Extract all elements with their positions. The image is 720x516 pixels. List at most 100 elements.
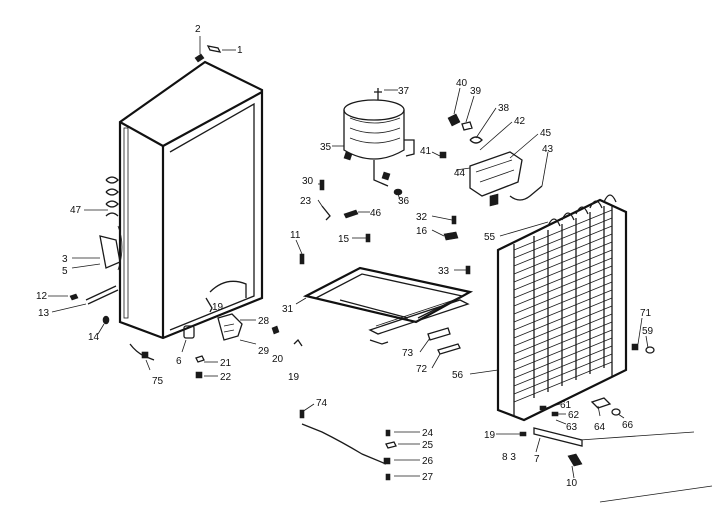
compressor [343, 88, 415, 187]
callout-1: 1 [237, 45, 243, 56]
callout-56: 56 [452, 370, 464, 381]
part-71-59-fasteners [631, 343, 655, 354]
callout-46: 46 [370, 208, 382, 219]
part-15-bolt [365, 233, 371, 243]
callout-2: 2 [195, 24, 201, 35]
callout-5: 5 [62, 266, 68, 277]
part-74-harness [299, 409, 387, 465]
callout-72: 72 [416, 364, 428, 375]
callout-75: 75 [152, 376, 164, 387]
callout-28: 28 [258, 316, 270, 327]
part-16-clamp [443, 231, 459, 241]
part-30-bolt [319, 179, 325, 191]
part-64-66-drain [590, 397, 621, 416]
callout-25: 25 [422, 440, 434, 451]
callout-38: 38 [498, 103, 510, 114]
callout-12: 12 [36, 291, 48, 302]
part-11-bolt [299, 253, 305, 265]
callout-74: 74 [316, 398, 328, 409]
part-23-clip [321, 205, 331, 221]
part-2-screw [194, 53, 205, 63]
leader-lines [48, 36, 649, 479]
callout-13: 13 [38, 308, 50, 319]
callout-27: 27 [422, 472, 434, 483]
part-1-bracket [206, 45, 222, 53]
callout-26: 26 [422, 456, 434, 467]
part-43-wire [509, 185, 543, 201]
part-56-condenser [496, 198, 628, 422]
part-40-39-38-relay-parts [439, 113, 483, 159]
part-22-bolt [195, 371, 203, 379]
callout-32: 32 [416, 212, 428, 223]
part-19-screw-a [205, 297, 213, 313]
part-21-nut [195, 355, 205, 363]
callout-19a: 19 [212, 302, 224, 313]
callout-43: 43 [542, 144, 554, 155]
callout-40: 40 [456, 78, 468, 89]
parts-24-27-small [383, 429, 397, 481]
callout-36: 36 [398, 196, 410, 207]
callout-19c: 19 [484, 430, 496, 441]
part-55-coil-bends [547, 194, 617, 227]
callout-14: 14 [88, 332, 100, 343]
part-12-clip [69, 293, 79, 301]
callout-6: 6 [176, 356, 182, 367]
callout-59: 59 [642, 326, 654, 337]
callout-83: 8 3 [502, 452, 516, 463]
part-19-screw-b [293, 338, 303, 347]
part-19-screw-c [519, 431, 527, 437]
callout-64: 64 [594, 422, 606, 433]
callout-29: 29 [258, 346, 270, 357]
part-31-base-frame [302, 266, 474, 345]
callout-39: 39 [470, 86, 482, 97]
callout-11: 11 [290, 230, 301, 241]
part-28-relay [217, 313, 243, 341]
callout-31: 31 [282, 304, 294, 315]
part-14-plug [102, 315, 110, 325]
callout-71: 71 [640, 308, 652, 319]
callout-35: 35 [320, 142, 332, 153]
part-10-heater [567, 453, 583, 467]
callout-labels: 2 1 47 3 5 12 13 14 75 6 19 28 29 20 19 … [36, 24, 654, 489]
callout-73: 73 [402, 348, 414, 359]
callout-62: 62 [568, 410, 580, 421]
part-73-bracket [427, 327, 451, 341]
callout-45: 45 [540, 128, 552, 139]
callout-55: 55 [484, 232, 496, 243]
cabinet-assembly [99, 60, 264, 340]
callout-20: 20 [272, 354, 284, 365]
part-75-cord [129, 343, 155, 361]
callout-37: 37 [398, 86, 410, 97]
part-20-screw [271, 325, 280, 335]
callout-30: 30 [302, 176, 314, 187]
part-61-62-63-clips [539, 405, 559, 417]
callout-3: 3 [62, 254, 68, 265]
part-72-bracket [437, 343, 461, 355]
callout-15: 15 [338, 234, 350, 245]
callout-61: 61 [560, 400, 572, 411]
part-13-tube [85, 285, 119, 305]
callout-41: 41 [420, 146, 432, 157]
callout-22: 22 [220, 372, 232, 383]
callout-7: 7 [534, 454, 540, 465]
callout-23: 23 [300, 196, 312, 207]
part-46-sleeve [343, 209, 359, 219]
part-32-screw [451, 215, 457, 225]
callout-47: 47 [70, 205, 82, 216]
part-6-cap [183, 325, 195, 339]
callout-19b: 19 [288, 372, 300, 383]
callout-44: 44 [454, 168, 466, 179]
callout-16: 16 [416, 226, 428, 237]
callout-66: 66 [622, 420, 634, 431]
callout-24: 24 [422, 428, 434, 439]
part-33-screw [465, 265, 471, 275]
callout-21: 21 [220, 358, 232, 369]
part-7-drain-tube [533, 427, 695, 447]
callout-10: 10 [566, 478, 578, 489]
callout-63: 63 [566, 422, 578, 433]
callout-33: 33 [438, 266, 450, 277]
part-45-overload [469, 151, 523, 207]
callout-42: 42 [514, 116, 526, 127]
